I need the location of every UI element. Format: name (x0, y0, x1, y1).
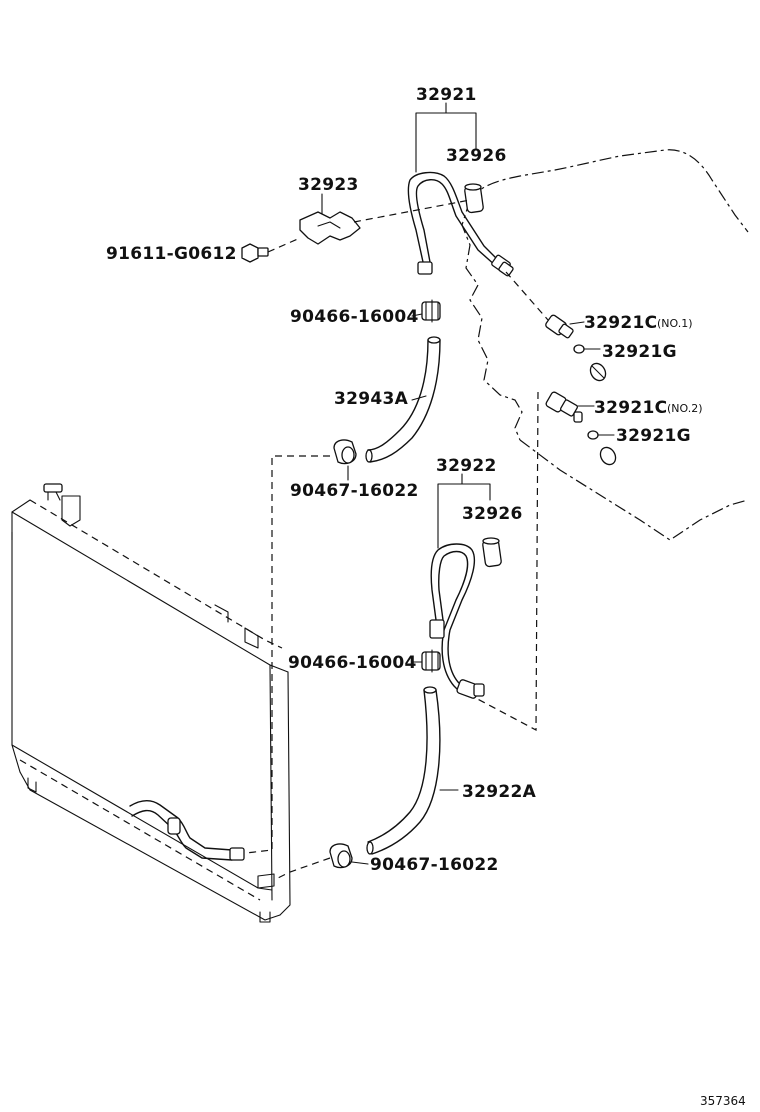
label-32921C-no1: 32921C (584, 313, 657, 333)
leader-32921 (415, 102, 477, 173)
leader-90467-top-to-radiator (245, 455, 330, 854)
label-90466-16004-bottom: 90466-16004 (288, 653, 417, 673)
clamp-90467-top (333, 439, 357, 481)
clip-90466-bottom (411, 649, 441, 673)
label-32921C-no2-note: (NO.2) (667, 402, 703, 415)
label-32926-bottom: 32926 (462, 504, 523, 524)
label-32922A: 32922A (462, 782, 537, 802)
clip-90466-top (411, 299, 441, 323)
label-90466-16004-top: 90466-16004 (290, 307, 419, 327)
leader-32922 (437, 473, 491, 549)
sleeve-32926-top (464, 183, 484, 214)
label-32943A: 32943A (334, 389, 409, 409)
label-32923: 32923 (298, 175, 359, 195)
label-32926-top: 32926 (446, 146, 507, 166)
oring-32921G-2 (587, 430, 617, 466)
sleeve-32926-bottom (482, 537, 502, 568)
label-32921G-2: 32921G (616, 426, 691, 446)
label-90467-16022-bottom: 90467-16022 (370, 855, 499, 875)
bolt-91611 (241, 199, 471, 263)
label-32922: 32922 (436, 456, 497, 476)
radiator (11, 483, 291, 923)
oring-32921G-1 (573, 344, 607, 382)
leader-90467-bottom-to-radiator (273, 857, 331, 881)
tube-32921 (407, 171, 514, 277)
label-32921C-no2: 32921C (594, 398, 667, 418)
tube-32922 (429, 543, 485, 699)
transmission-housing (461, 149, 749, 541)
label-32921C-no1-note: (NO.1) (657, 317, 693, 330)
hose-32922A (366, 686, 459, 855)
clamp-32923 (299, 193, 361, 245)
label-32921G-1: 32921G (602, 342, 677, 362)
figure-number: 357364 (700, 1094, 746, 1108)
label-32921: 32921 (416, 85, 477, 105)
hose-32943A (365, 336, 441, 463)
label-91611-G0612: 91611-G0612 (106, 244, 237, 264)
union-32921C-no2 (545, 391, 595, 423)
radiator-outlet-pipe (129, 799, 245, 861)
clamp-90467-bottom (329, 843, 369, 869)
union-32921C-no1 (505, 271, 585, 339)
label-90467-16022-top: 90467-16022 (290, 481, 419, 501)
leader-lower-tube-box (469, 391, 539, 731)
